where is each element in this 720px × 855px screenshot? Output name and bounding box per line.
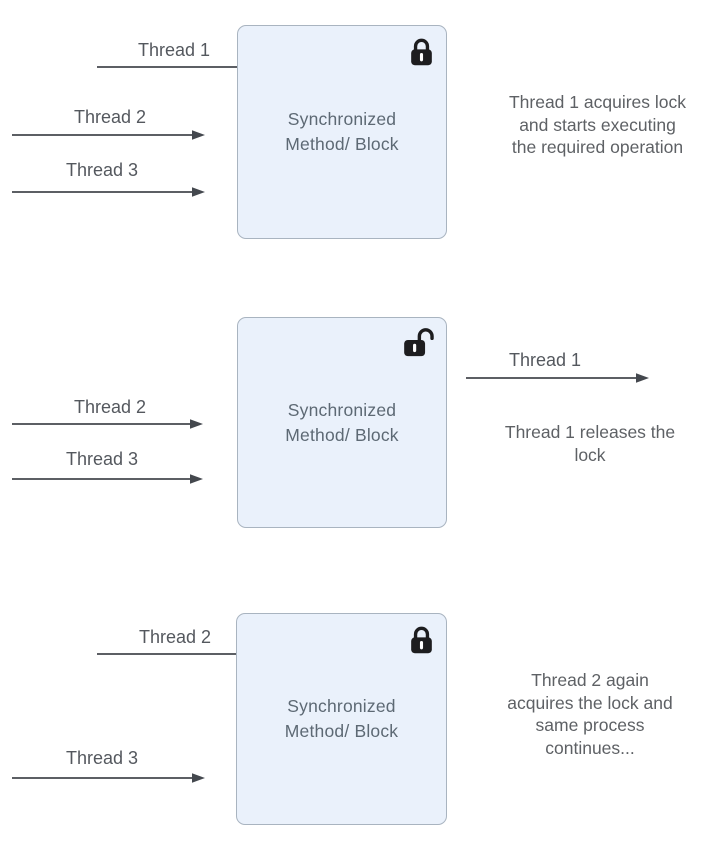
caption-line: and starts executing xyxy=(519,114,676,135)
panel3-caption: Thread 2 again acquires the lock and sam… xyxy=(470,669,710,759)
thread1-label: Thread 1 xyxy=(508,350,582,370)
caption-line: Thread 1 acquires lock xyxy=(508,92,687,112)
arrow-thread3-waiting xyxy=(12,187,205,197)
synchronized-block-label: Synchronized Method/ Block xyxy=(284,696,399,741)
caption-line: lock xyxy=(574,444,606,465)
caption-line: the required operation xyxy=(511,137,684,157)
thread3-label: Thread 3 xyxy=(65,160,139,180)
arrow-thread1-exit xyxy=(466,373,649,383)
synchronized-block-label: Synchronized Method/ Block xyxy=(285,399,399,445)
arrow-thread3-waiting xyxy=(12,773,205,783)
panel2-caption: Thread 1 releases the lock xyxy=(470,421,710,466)
panel1-caption: Thread 1 acquires lock and starts execut… xyxy=(480,91,715,159)
thread1-label: Thread 1 xyxy=(137,40,211,60)
caption-line: continues... xyxy=(545,737,635,758)
lock-closed-icon xyxy=(411,626,432,654)
thread2-label: Thread 2 xyxy=(73,397,147,417)
thread3-label: Thread 3 xyxy=(65,449,139,469)
arrow-thread2-waiting xyxy=(12,130,205,140)
arrow-thread3-waiting xyxy=(12,474,203,484)
thread2-label: Thread 2 xyxy=(73,107,147,127)
arrow-thread2-waiting xyxy=(12,419,203,429)
synchronized-block-label: Synchronized Method/ Block xyxy=(285,109,399,154)
caption-line: acquires the lock and xyxy=(507,692,673,713)
caption-line: same process xyxy=(535,715,645,735)
thread3-label: Thread 3 xyxy=(65,748,139,768)
lock-closed-icon xyxy=(411,38,432,66)
lock-open-icon xyxy=(404,328,434,357)
caption-line: Thread 1 releases the xyxy=(504,422,676,442)
caption-line: Thread 2 again xyxy=(531,670,649,690)
thread2-label: Thread 2 xyxy=(138,627,212,647)
